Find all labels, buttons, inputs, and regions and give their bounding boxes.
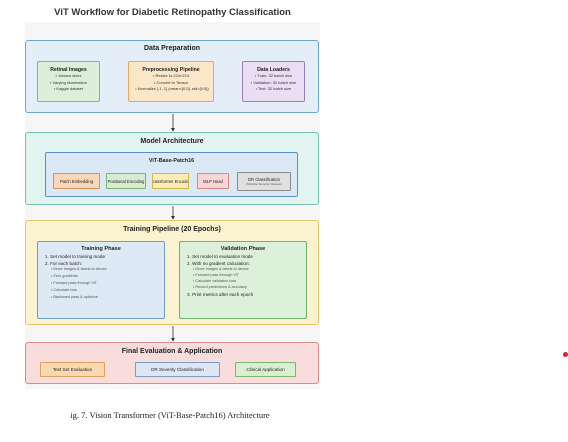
validation-phase-box: Validation Phase 1. Set model to evaluat… (179, 241, 307, 319)
phase-substep: • Record predictions & accuracy (193, 285, 247, 289)
phase-step: 1. Set model to training mode (45, 254, 106, 259)
phase-step: 3. Print metrics after each epoch (187, 292, 254, 297)
dr-severity-classification-block: DR Severity Classification (135, 362, 220, 377)
box-line: • Train: 32 batch size (254, 73, 293, 78)
retinal-images-box: Retinal Images • Various sizes • Varying… (37, 61, 100, 102)
phase-substep: • Move images & labels to device (193, 267, 249, 271)
training-phase-box: Training Phase 1. Set model to training … (37, 241, 165, 319)
dr-classification-block: DR Classification (Multiple Severity Cla… (237, 172, 291, 191)
data-loaders-box: Data Loaders • Train: 32 batch size • Va… (242, 61, 305, 102)
box-line: • Test: 32 batch size (255, 86, 292, 91)
positional-encoding-block: Positional Encoding (106, 173, 146, 189)
box-title: Data Loaders (257, 67, 290, 73)
box-line: • Normalize [-1, 1] (mean=[0.5], std=[0.… (135, 86, 209, 91)
mlp-head-block: MLP Head (197, 173, 229, 189)
phase-title: Training Phase (81, 246, 121, 252)
box-title: Retinal Images (50, 67, 87, 73)
box-line: • Resize to 224×224 (153, 73, 189, 78)
box-line: • Kaggle dataset (53, 86, 84, 91)
dr-classification-label: DR Classification (248, 176, 280, 182)
box-line: • Convert to Tensor (153, 79, 188, 85)
phase-substep: • Calculate loss (51, 288, 78, 292)
section-title: Final Evaluation & Application (121, 348, 223, 355)
phase-substep: • Forward pass through ViT (193, 273, 239, 277)
phase-title: Validation Phase (220, 246, 266, 252)
box-line: • Validation: 32 batch size (250, 79, 297, 85)
section-title: Model Architecture (140, 138, 204, 145)
clinical-application-block: Clinical Application (235, 362, 296, 377)
phase-step: 2. For each batch: (45, 261, 83, 266)
section-title: Data Preparation (143, 45, 201, 52)
patch-embedding-block: Patch Embedding (53, 173, 100, 189)
red-dot-marker (563, 352, 568, 357)
vit-title: ViT-Base-Patch16 (148, 158, 195, 164)
phase-substep: • Forward pass through ViT (51, 281, 97, 285)
preprocessing-pipeline-box: Preprocessing Pipeline • Resize to 224×2… (128, 61, 214, 102)
box-line: • Various sizes (55, 73, 82, 78)
dr-classification-sublabel: (Multiple Severity Classes) (246, 181, 282, 186)
phase-substep: • Zero gradients (51, 274, 78, 278)
phase-substep: • Calculate validation loss (193, 279, 237, 283)
test-set-evaluation-block: Test Set Evaluation (40, 362, 105, 377)
diagram-title: ViT Workflow for Diabetic Retinopathy Cl… (54, 7, 291, 18)
section-title: Training Pipeline (20 Epochs) (123, 226, 221, 233)
box-line: • Varying illumination (50, 79, 87, 85)
figure-caption: ig. 7. Vision Transformer (ViT-Base-Patc… (70, 410, 270, 420)
phase-step: 1. Set model to evaluation mode (187, 254, 253, 259)
transformer-encoder-block: Transformer Encoder (152, 173, 189, 189)
phase-substep: • Backward pass & optimize (51, 295, 98, 299)
box-title: Preprocessing Pipeline (142, 67, 200, 73)
phase-step: 2. With no gradient calculation: (187, 261, 250, 266)
phase-substep: • Move images & labels to device (51, 267, 107, 271)
